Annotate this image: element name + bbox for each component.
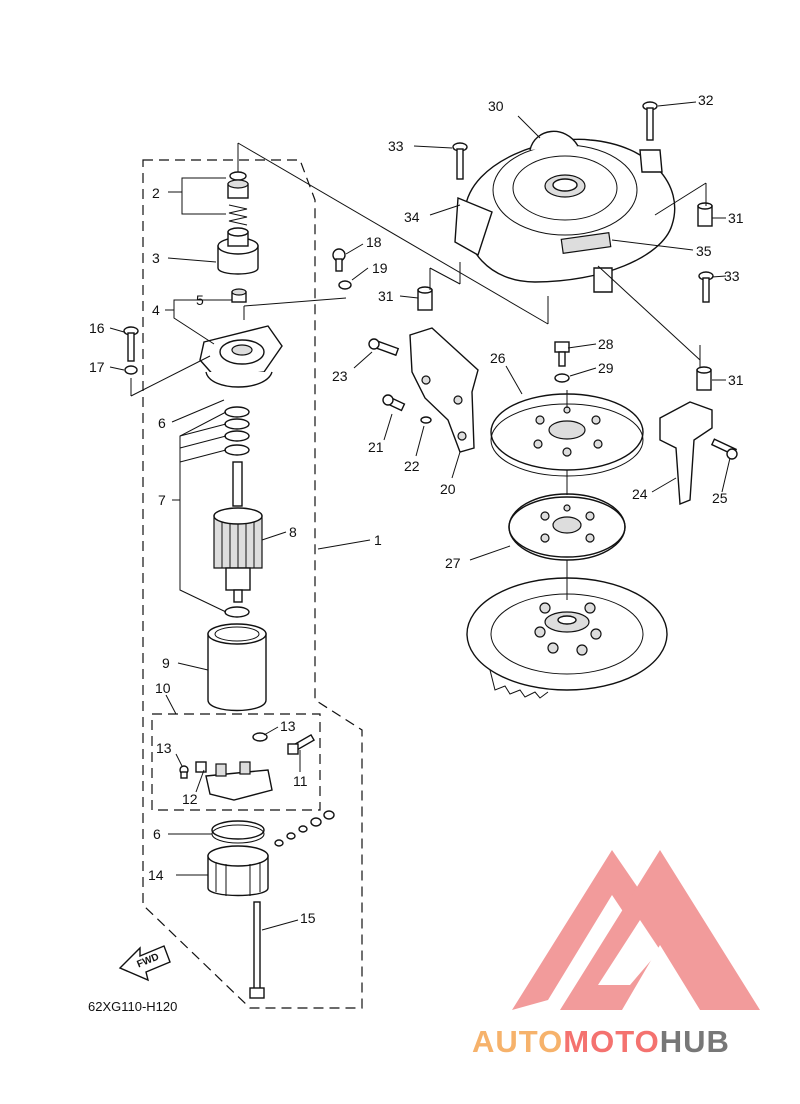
- callout-6-upper: 6: [158, 415, 166, 431]
- callout-5: 5: [196, 292, 204, 308]
- callout-9: 9: [162, 655, 170, 671]
- callout-34: 34: [404, 209, 420, 225]
- through-bolt-15: [249, 901, 265, 999]
- callout-3: 3: [152, 250, 160, 266]
- callout-30: 30: [488, 98, 504, 114]
- washer-8-lower: [224, 606, 250, 618]
- callout-32: 32: [698, 92, 714, 108]
- callout-15: 15: [300, 910, 316, 926]
- callout-11: 11: [293, 773, 308, 789]
- callout-35: 35: [696, 243, 712, 259]
- callout-26: 26: [490, 350, 506, 366]
- bolt-11: [287, 733, 315, 755]
- collar-31-b: [417, 286, 433, 311]
- callout-23: 23: [332, 368, 348, 384]
- yoke-9: [207, 623, 267, 712]
- callout-28: 28: [598, 336, 614, 352]
- collar-31-a: [697, 202, 713, 227]
- armature-8: [213, 461, 263, 603]
- callout-10: 10: [155, 680, 171, 696]
- bolt-33-upper: [452, 142, 468, 180]
- bracket-24: [659, 401, 713, 506]
- washers-nuts: [274, 810, 335, 847]
- callout-16: 16: [89, 320, 105, 336]
- callout-17: 17: [89, 359, 105, 375]
- watermark-text: AUTOMOTOHUB: [472, 1024, 730, 1059]
- starter-assembly-boundary: [142, 159, 363, 1009]
- bolt-32: [642, 101, 658, 141]
- callout-33-lower: 33: [724, 268, 740, 284]
- ring-6-lower: [211, 820, 265, 844]
- bolt-21: [382, 394, 406, 412]
- callout-25: 25: [712, 490, 728, 506]
- washer-22: [420, 416, 432, 424]
- washer-29: [554, 373, 570, 383]
- pinion-3: [217, 227, 259, 275]
- callout-27: 27: [445, 555, 461, 571]
- bolt-16: [123, 326, 139, 362]
- screw-13-left: [179, 765, 189, 779]
- spring-2: [228, 204, 248, 226]
- callout-8: 8: [289, 524, 297, 540]
- callout-29: 29: [598, 360, 614, 376]
- callout-2: 2: [152, 185, 160, 201]
- front-bracket-4: [199, 325, 283, 388]
- callout-24: 24: [632, 486, 648, 502]
- callout-12: 12: [182, 791, 198, 807]
- callout-22: 22: [404, 458, 420, 474]
- diagram-code: 62XG110-H120: [88, 999, 177, 1014]
- bolt-33-lower: [698, 271, 714, 303]
- flywheel-cover-30: [454, 130, 676, 293]
- callout-31-left: 31: [378, 288, 394, 304]
- washers-7: [224, 406, 250, 456]
- bolt-18: [332, 248, 346, 272]
- callout-33-upper: 33: [388, 138, 404, 154]
- screw-13-right: [252, 732, 268, 742]
- bracket-20: [409, 327, 479, 453]
- stopper-2: [227, 179, 249, 199]
- rear-cover-14: [207, 845, 269, 897]
- pulley-plate-27: [508, 493, 626, 561]
- washer-17: [124, 365, 138, 375]
- bolt-23: [368, 338, 400, 357]
- bushing-5: [231, 288, 247, 303]
- clip: [229, 171, 247, 181]
- watermark-logo-icon: [512, 850, 760, 1010]
- washer-19: [338, 280, 352, 290]
- callout-14: 14: [148, 867, 164, 883]
- bolt-25: [710, 438, 738, 460]
- callout-20: 20: [440, 481, 456, 497]
- callout-1: 1: [374, 532, 382, 548]
- fwd-arrow-icon: [118, 945, 171, 982]
- callout-31-right-lower: 31: [728, 372, 744, 388]
- callout-21: 21: [368, 439, 384, 455]
- bolt-28: [554, 341, 570, 367]
- callout-19: 19: [372, 260, 388, 276]
- callout-7: 7: [158, 492, 166, 508]
- brush-kit-boundary: [151, 713, 321, 811]
- brush-holder-12: [195, 761, 273, 801]
- callout-31-right-upper: 31: [728, 210, 744, 226]
- callout-13-right: 13: [280, 718, 296, 734]
- callout-4: 4: [152, 302, 160, 318]
- collar-31-c: [696, 366, 712, 391]
- callout-13-left: 13: [156, 740, 172, 756]
- callout-18: 18: [366, 234, 382, 250]
- callout-6-lower: 6: [153, 826, 161, 842]
